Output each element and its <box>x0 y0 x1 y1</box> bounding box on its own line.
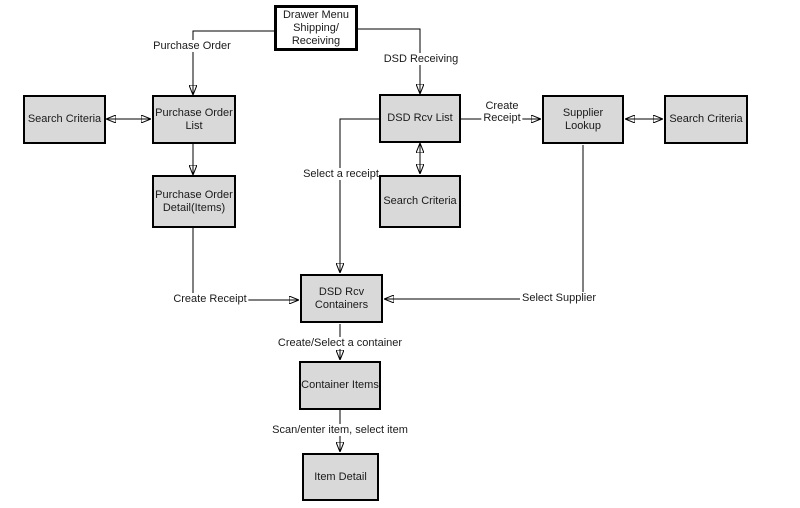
node-search-criteria-left: Search Criteria <box>23 95 106 144</box>
node-drawer-menu: Drawer Menu Shipping/ Receiving <box>274 5 358 51</box>
edge-drawer-menu-to-dsd-rcv-list <box>357 28 420 94</box>
node-supplier-lookup: Supplier Lookup <box>542 95 624 144</box>
edge-label-select-supplier: Select Supplier <box>520 292 598 304</box>
node-search-criteria-right: Search Criteria <box>664 95 748 144</box>
node-dsd-rcv-list: DSD Rcv List <box>379 94 461 143</box>
node-item-detail: Item Detail <box>302 453 379 501</box>
node-search-criteria-mid: Search Criteria <box>379 175 461 228</box>
node-purchase-order-detail: Purchase Order Detail(Items) <box>152 175 236 228</box>
edge-label-purchase-order: Purchase Order <box>151 40 233 52</box>
edge-label-scan-enter-item: Scan/enter item, select item <box>270 424 410 436</box>
edge-label-create-receipt-left: Create Receipt <box>171 293 249 305</box>
edge-dsd-rcv-list-to-containers <box>340 118 379 273</box>
node-container-items: Container Items <box>299 361 381 410</box>
edge-label-select-a-receipt: Select a receipt <box>301 168 381 180</box>
edge-drawer-menu-to-purchase-order-list <box>193 30 275 95</box>
node-dsd-rcv-containers: DSD Rcv Containers <box>300 274 383 323</box>
node-purchase-order-list: Purchase Order List <box>152 95 236 144</box>
edge-label-dsd-receiving: DSD Receiving <box>381 53 461 65</box>
edge-label-create-select-container: Create/Select a container <box>275 337 405 349</box>
edge-label-create-receipt-right: Create Receipt <box>481 100 523 124</box>
edge-purchase-order-detail-to-containers <box>192 228 299 300</box>
